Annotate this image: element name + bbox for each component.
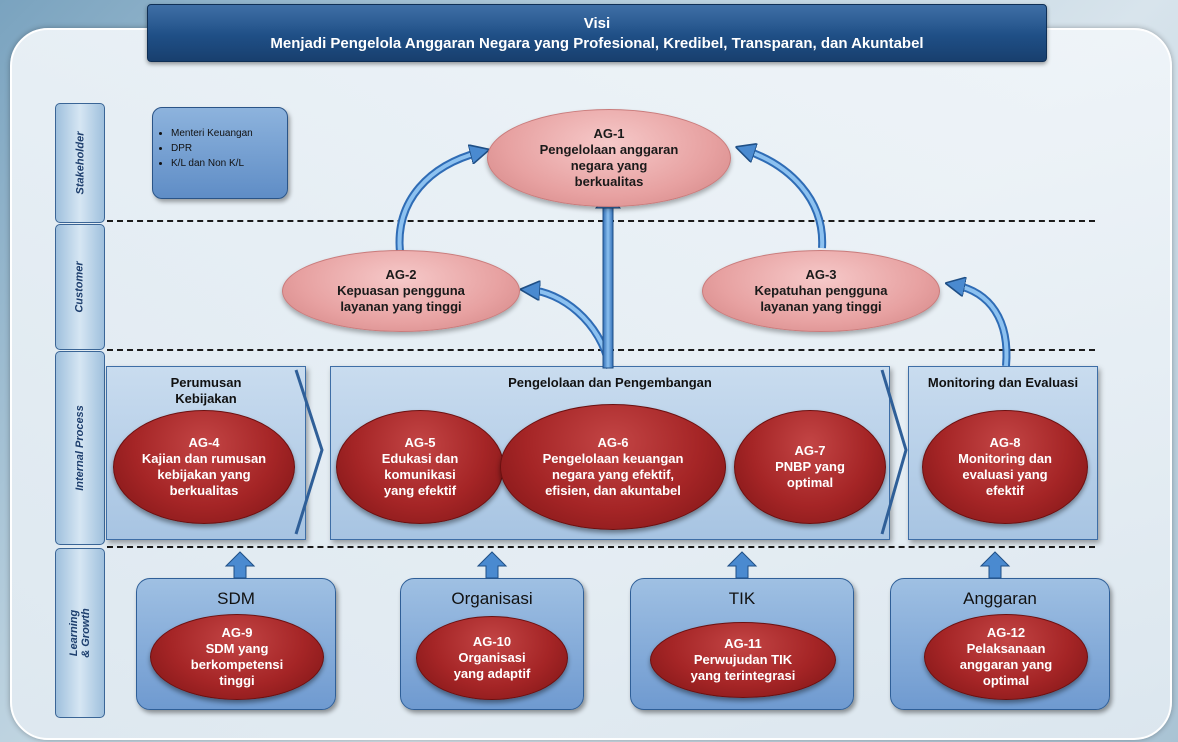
- node-ag-2: AG-2 Kepuasan pengguna layanan yang ting…: [282, 250, 520, 332]
- node-ag-4: AG-4 Kajian dan rumusan kebijakan yang b…: [113, 410, 295, 524]
- node-text: Kepatuhan pengguna: [754, 283, 888, 298]
- node-text: evaluasi yang: [962, 467, 1048, 482]
- stakeholder-item: DPR: [171, 141, 287, 156]
- panel-title-line: Kebijakan: [175, 391, 237, 406]
- node-ag-7: AG-7 PNBP yang optimal: [734, 410, 886, 524]
- node-code: AG-11: [724, 636, 762, 651]
- node-text: yang adaptif: [453, 666, 531, 681]
- up-arrow: [726, 551, 758, 579]
- node-text: Pengelolaan anggaran: [539, 142, 679, 157]
- separator-line: [107, 546, 1095, 548]
- chevron-arrow: [880, 369, 908, 535]
- node-text: anggaran yang: [959, 657, 1053, 672]
- node-text: Organisasi: [458, 650, 526, 665]
- panel-monev-title: Monitoring dan Evaluasi: [927, 375, 1079, 390]
- node-code: AG-1: [593, 126, 625, 141]
- node-code: AG-4: [188, 435, 220, 450]
- node-ag-9: AG-9 SDM yang berkompetensi tinggi: [150, 614, 324, 700]
- lg-title-tik: TIK: [728, 589, 756, 608]
- node-ag-10: AG-10 Organisasi yang adaptif: [416, 616, 568, 700]
- perspective-internal-process: Internal Process: [55, 351, 105, 545]
- node-text: efisien, dan akuntabel: [545, 483, 681, 498]
- node-text: layanan yang tinggi: [340, 299, 462, 314]
- curve-arrow-internal-ag2: [529, 286, 614, 369]
- node-text: komunikasi: [384, 467, 456, 482]
- node-text: Edukasi dan: [381, 451, 459, 466]
- panel-pengelolaan-title: Pengelolaan dan Pengembangan: [508, 375, 712, 390]
- node-code: AG-10: [472, 634, 512, 649]
- node-code: AG-5: [404, 435, 436, 450]
- node-ag-3: AG-3 Kepatuhan pengguna layanan yang tin…: [702, 250, 940, 332]
- stakeholder-item: K/L dan Non K/L: [171, 156, 287, 171]
- panel-perumusan-title: Perumusan Kebijakan: [107, 375, 305, 407]
- node-text: kebijakan yang: [157, 467, 251, 482]
- separator-line: [107, 220, 1095, 222]
- visi-statement: Menjadi Pengelola Anggaran Negara yang P…: [270, 35, 924, 52]
- node-text: SDM yang: [205, 641, 269, 656]
- node-text: tinggi: [219, 673, 255, 688]
- node-ag-1: AG-1 Pengelolaan anggaran negara yang be…: [487, 109, 731, 207]
- node-text: Pengelolaan keuangan: [542, 451, 684, 466]
- lg-title-organisasi: Organisasi: [451, 589, 533, 608]
- perspective-stakeholder: Stakeholder: [55, 103, 105, 223]
- up-arrow: [224, 551, 256, 579]
- node-text: layanan yang tinggi: [760, 299, 882, 314]
- node-text: berkompetensi: [190, 657, 284, 672]
- node-code: AG-7: [794, 443, 826, 458]
- lg-title-anggaran: Anggaran: [963, 589, 1037, 608]
- node-ag-12: AG-12 Pelaksanaan anggaran yang optimal: [924, 614, 1088, 700]
- perspective-customer: Customer: [55, 224, 105, 350]
- node-ag-8: AG-8 Monitoring dan evaluasi yang efekti…: [922, 410, 1088, 524]
- stakeholder-item: Menteri Keuangan: [171, 126, 287, 141]
- lg-title-sdm: SDM: [217, 589, 255, 608]
- stakeholder-list: Menteri Keuangan DPR K/L dan Non K/L: [153, 126, 287, 171]
- node-text: negara yang: [570, 158, 648, 173]
- node-text: berkualitas: [574, 174, 644, 189]
- perspective-learning-growth: Learning & Growth: [55, 548, 105, 718]
- node-code: AG-9: [221, 625, 253, 640]
- node-text: yang terintegrasi: [690, 668, 796, 683]
- chevron-arrow: [294, 369, 324, 535]
- node-code: AG-12: [986, 625, 1026, 640]
- node-text: Kajian dan rumusan: [141, 451, 267, 466]
- up-arrow: [979, 551, 1011, 579]
- node-code: AG-3: [805, 267, 837, 282]
- vertical-arrow-ag1: [602, 205, 614, 369]
- node-ag-6: AG-6 Pengelolaan keuangan negara yang ef…: [500, 404, 726, 530]
- panel-title-line: Perumusan: [170, 375, 242, 390]
- node-ag-11: AG-11 Perwujudan TIK yang terintegrasi: [650, 622, 836, 698]
- node-text: yang efektif: [383, 483, 457, 498]
- visi-title: Visi: [583, 15, 611, 32]
- node-ag-5: AG-5 Edukasi dan komunikasi yang efektif: [336, 410, 504, 524]
- node-text: optimal: [786, 475, 834, 490]
- node-text: Perwujudan TIK: [693, 652, 793, 667]
- node-code: AG-2: [385, 267, 417, 282]
- node-text: negara yang efektif,: [551, 467, 675, 482]
- node-text: Monitoring dan: [958, 451, 1052, 466]
- stakeholder-list-box: Menteri Keuangan DPR K/L dan Non K/L: [152, 107, 288, 199]
- node-code: AG-8: [989, 435, 1021, 450]
- node-text: optimal: [982, 673, 1030, 688]
- node-code: AG-6: [597, 435, 629, 450]
- node-text: berkualitas: [169, 483, 239, 498]
- visi-banner: Visi Menjadi Pengelola Anggaran Negara y…: [147, 4, 1047, 62]
- node-text: Pelaksanaan: [966, 641, 1046, 656]
- up-arrow: [476, 551, 508, 579]
- node-text: efektif: [985, 483, 1025, 498]
- node-text: Kepuasan pengguna: [337, 283, 465, 298]
- node-text: PNBP yang: [775, 459, 845, 474]
